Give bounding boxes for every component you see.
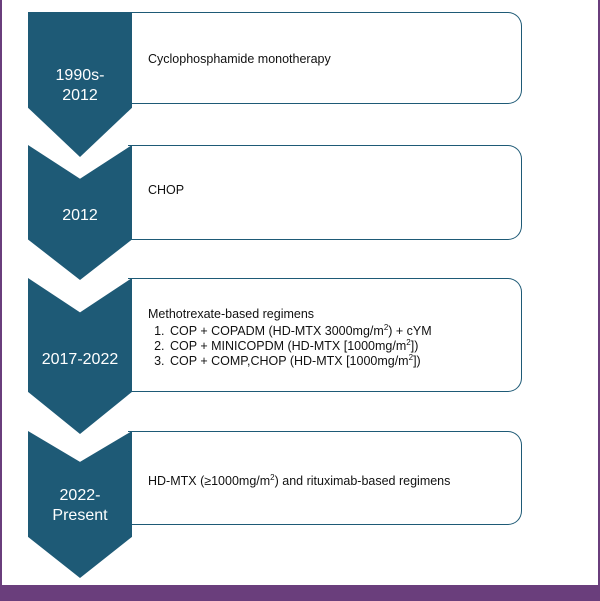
step-4-period: 2022- Present [52, 487, 108, 524]
step-2-text: CHOP [148, 183, 185, 197]
step-4-box [128, 431, 522, 525]
step-4-text: HD-MTX (≥1000mg/m2) and rituximab-based … [148, 472, 451, 488]
step-1-box [128, 12, 522, 104]
step-2-box [128, 145, 522, 240]
step-1-text: Cyclophosphamide monotherapy [148, 52, 331, 66]
step-1-period: 1990s- 2012 [55, 67, 105, 104]
step-3-content: Methotrexate-based regimens COP + COPADM… [148, 307, 432, 369]
bottom-bar [0, 585, 600, 601]
step-3-period: 2017-2022 [41, 351, 119, 368]
regimen-list: COP + COPADM (HD-MTX 3000mg/m2) + cYM CO… [148, 323, 432, 369]
regimen-item-2: COP + MINICOPDM (HD-MTX [1000mg/m2]) [168, 338, 432, 354]
step-3-box [128, 278, 522, 392]
step-3-heading: Methotrexate-based regimens [148, 307, 315, 321]
step-2-period: 2012 [62, 207, 98, 224]
regimen-item-3: COP + COMP,CHOP (HD-MTX [1000mg/m2]) [168, 353, 432, 369]
regimen-item-1: COP + COPADM (HD-MTX 3000mg/m2) + cYM [168, 323, 432, 339]
